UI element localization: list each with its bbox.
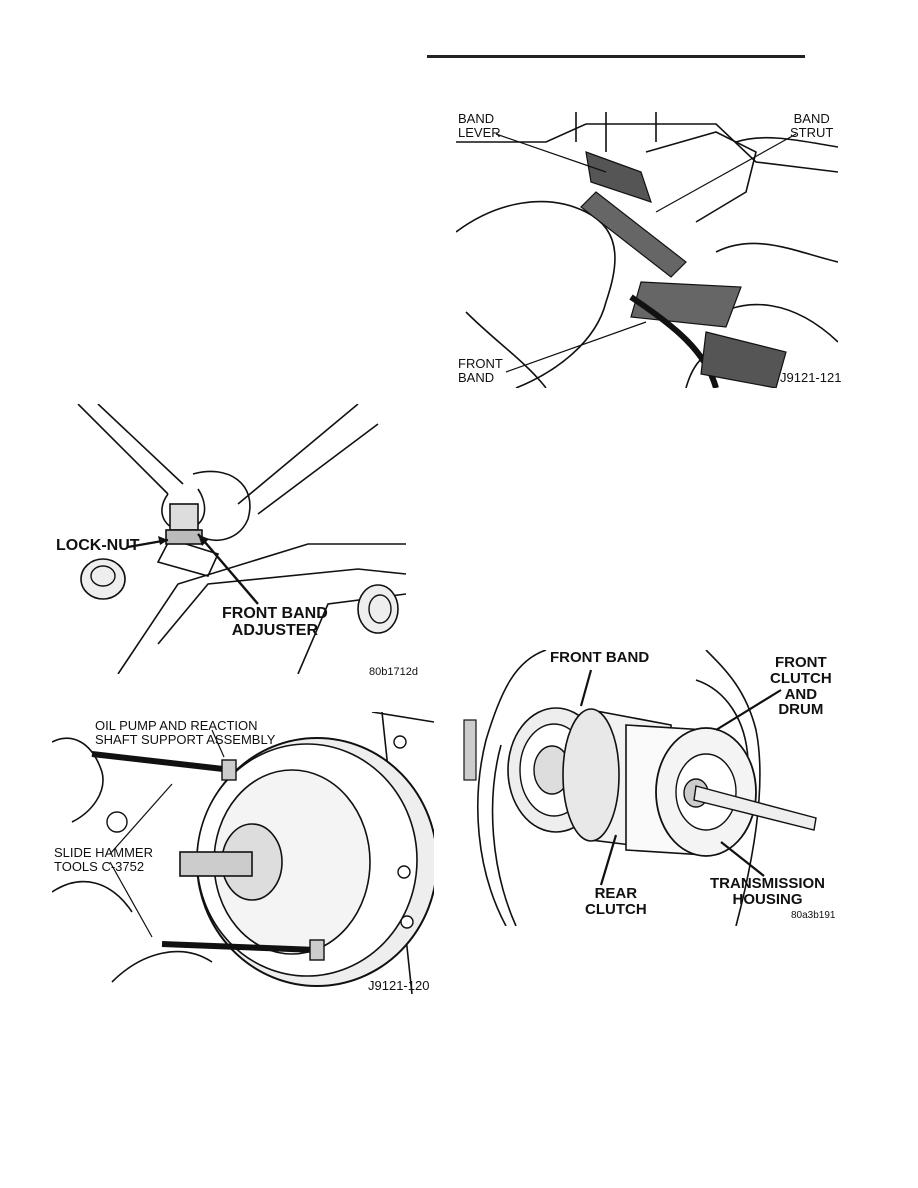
lock-nut-figure: [58, 404, 406, 674]
band-lever-illustration: [456, 112, 838, 388]
front-band-adjuster-label: FRONT BAND ADJUSTER: [222, 605, 328, 639]
band-lever-figure-code: J9121-121: [780, 370, 842, 385]
lock-nut-figure-code: 80b1712d: [369, 666, 418, 678]
lock-nut-label: LOCK-NUT: [56, 537, 140, 554]
transmission-housing-label: TRANSMISSION HOUSING: [710, 875, 826, 908]
clutch-front-band-label: FRONT BAND: [550, 649, 650, 666]
lock-nut-illustration: [77, 404, 406, 674]
band-lever-label: BAND LEVER: [458, 111, 501, 140]
clutch-illustration: [463, 650, 817, 926]
front-clutch-label: FRONT CLUTCH AND DRUM: [770, 654, 832, 719]
oil-pump-label: OIL PUMP AND REACTION SHAFT SUPPORT ASSE…: [95, 718, 276, 747]
oil-pump-figure: [52, 712, 434, 994]
clutch-figure-code: 80a3b191: [791, 910, 836, 921]
oil-pump-figure-code: J9121-120: [368, 978, 430, 993]
band-lever-figure: [456, 112, 838, 388]
rear-clutch-label: REAR CLUTCH: [585, 885, 647, 918]
slide-hammer-label: SLIDE HAMMER TOOLS C-3752: [54, 845, 153, 874]
header-rule: [427, 55, 805, 58]
band-strut-label: BAND STRUT: [790, 111, 834, 140]
oil-pump-illustration: [52, 712, 434, 994]
front-band-label: FRONT BAND: [458, 356, 503, 385]
clutch-figure: [456, 650, 836, 926]
